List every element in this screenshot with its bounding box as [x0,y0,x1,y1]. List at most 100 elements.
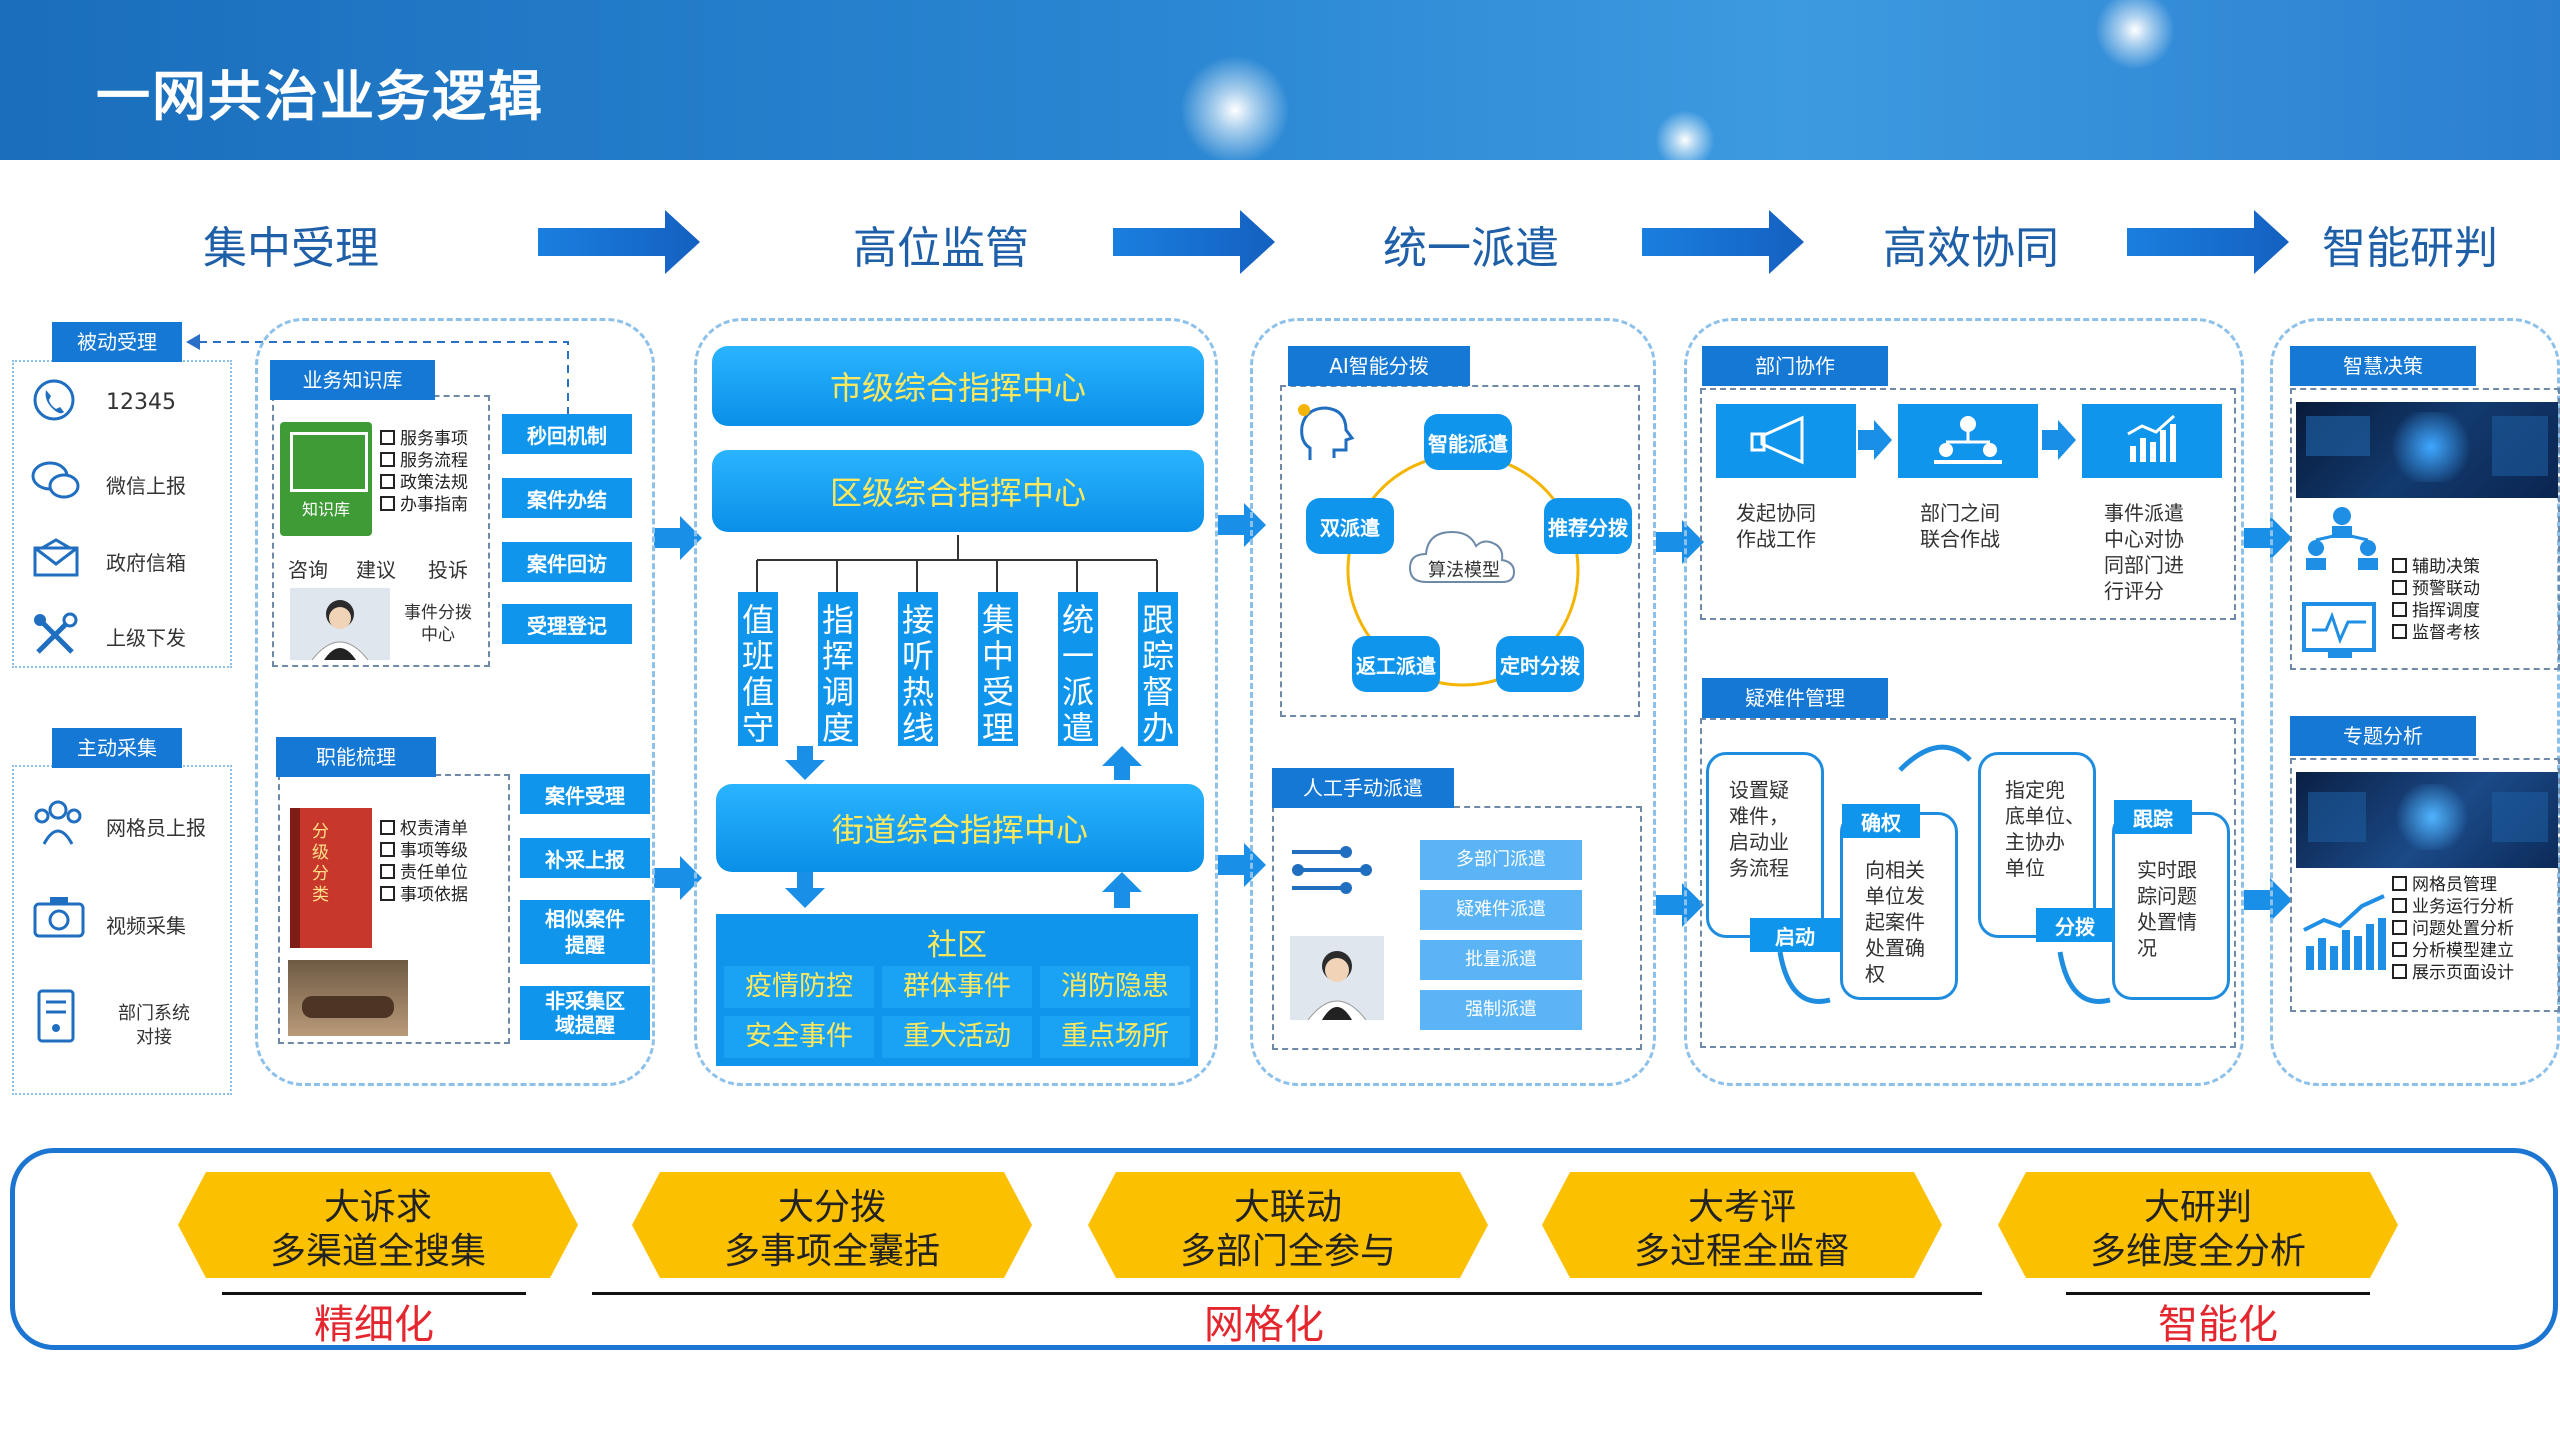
megaphone-icon [1750,415,1804,465]
analysis-list: 网格员管理业务运行分析问题处置分析分析模型建立展示页面设计 [2392,874,2514,984]
hard-case-box [1700,718,2236,1048]
coop-caption: 部门之间 联合作战 [1920,501,2000,551]
duty-button[interactable]: 补采上报 [520,838,650,878]
org-icon [2300,504,2384,576]
mail-icon [32,538,80,578]
hard-case-label: 启动 [1750,918,1840,952]
col4-panel [1684,318,2244,1086]
arrow-up-icon [1102,872,1142,908]
kb-tag: 业务知识库 [270,360,435,400]
divider-line [2066,1292,2370,1295]
goal-hexagon: 大研判多维度全分析 [1998,1172,2398,1278]
hard-case-step: 实时跟 踪问题 处置情 况 [2112,812,2230,1000]
community-item: 群体事件 [882,966,1032,1008]
arrow-right-icon [1642,210,1804,274]
divider-line [592,1292,1982,1295]
kb-action: 投诉 [428,558,468,582]
manual-button[interactable]: 多部门派遣 [1420,840,1582,880]
function-column: 接听热线 [898,592,938,746]
duty-button[interactable]: 案件受理 [520,774,650,814]
cloud-icon [1406,516,1522,592]
coop-card [2082,404,2222,478]
ai-node[interactable]: 推荐分拨 [1544,498,1632,554]
passive-item: 微信上报 [106,474,186,498]
kb-button[interactable]: 案件回访 [502,542,632,582]
goal-hexagon: 大分拨多事项全囊括 [632,1172,1032,1278]
decision-list: 辅助决策预警联动指挥调度监督考核 [2392,556,2480,644]
dashboard-thumbnail [2296,772,2558,868]
arrow-right-icon [1218,503,1266,547]
function-column: 值班值守 [738,592,778,746]
manual-button[interactable]: 疑难件派遣 [1420,890,1582,930]
operator-image [290,588,390,661]
book-icon: 知识库 [280,422,372,536]
stage-title: 智能研判 [2322,223,2498,274]
arrow-right-icon [1113,210,1275,274]
city-command-center[interactable]: 市级综合指挥中心 [712,346,1204,426]
manual-tag: 人工手动派遣 [1272,768,1454,808]
hard-case-label: 分拨 [2036,908,2114,942]
manual-button[interactable]: 批量派遣 [1420,940,1582,980]
kb-button[interactable]: 案件办结 [502,478,632,518]
ai-node[interactable]: 双派遣 [1306,498,1394,554]
district-command-center[interactable]: 区级综合指挥中心 [712,450,1204,532]
arrow-down-icon [785,746,825,780]
light-glow [2095,0,2175,70]
duty-list: 权责清单事项等级责任单位事项依据 [380,818,468,906]
community-item: 疫情防控 [724,966,874,1008]
category-label: 智能化 [2158,1302,2278,1348]
coop-box [1700,388,2236,620]
bottom-band [10,1148,2558,1350]
arrow-right-icon [2127,210,2289,274]
active-item: 视频采集 [106,914,186,938]
coop-caption: 发起协同 作战工作 [1736,501,1816,551]
col3-panel [1250,318,1656,1086]
divider-line [222,1292,526,1295]
ai-node[interactable]: 智能派遣 [1424,414,1512,470]
hard-case-label: 跟踪 [2114,800,2192,834]
duty-button[interactable]: 相似案件 提醒 [520,900,650,964]
hard-case-step: 设置疑 难件， 启动业 务流程 [1706,752,1824,938]
book-icon: 分级分类 [290,808,372,948]
decision-tag: 智慧决策 [2290,346,2476,386]
hard-case-step: 向相关 单位发 起案件 处置确 权 [1840,812,1958,1000]
org-icon [1934,416,2002,464]
stage-title: 高位监管 [853,223,1029,274]
hard-case-tag: 疑难件管理 [1702,678,1888,718]
community-title: 社区 [927,928,987,963]
tools-icon [32,612,78,658]
bar-chart-icon [2300,890,2390,974]
active-item: 部门系统 对接 [118,1003,190,1048]
analysis-tag: 专题分析 [2290,716,2476,756]
light-glow [1655,110,1715,170]
dashboard-thumbnail [2296,402,2558,498]
page-title: 一网共治业务逻辑 [96,65,544,128]
cycle-arrow [1898,744,1972,772]
category-label: 网格化 [1204,1302,1324,1348]
arrow-right-icon [654,856,702,900]
hard-case-label: 确权 [1842,804,1920,838]
kb-list: 服务事项服务流程政策法规办事指南 [380,428,468,516]
ai-box [1280,385,1640,717]
community-item: 重大活动 [882,1016,1032,1058]
category-label: 精细化 [314,1302,434,1348]
monitor-icon [2300,600,2384,662]
manual-button[interactable]: 强制派遣 [1420,990,1582,1030]
stage-title: 高效协同 [1883,223,2059,274]
duty-button[interactable]: 非采集区 域提醒 [520,986,650,1040]
phone-icon [32,378,76,422]
camera-icon [32,894,86,940]
street-command-center[interactable]: 街道综合指挥中心 [716,784,1204,872]
arrow-right-icon [1656,883,1704,927]
arrow-right-icon [1218,843,1266,887]
network-icon [1282,842,1378,906]
cycle-arrow [2057,951,2111,1004]
operator-image [1290,936,1384,1021]
kb-button[interactable]: 秒回机制 [502,414,632,454]
goal-hexagon: 大联动多部门全参与 [1088,1172,1488,1278]
ai-node[interactable]: 返工派遣 [1352,636,1440,692]
ai-node[interactable]: 定时分拨 [1496,636,1584,692]
arrow-right-icon [2244,516,2292,560]
kb-button[interactable]: 受理登记 [502,604,632,644]
col1-panel [255,318,655,1086]
